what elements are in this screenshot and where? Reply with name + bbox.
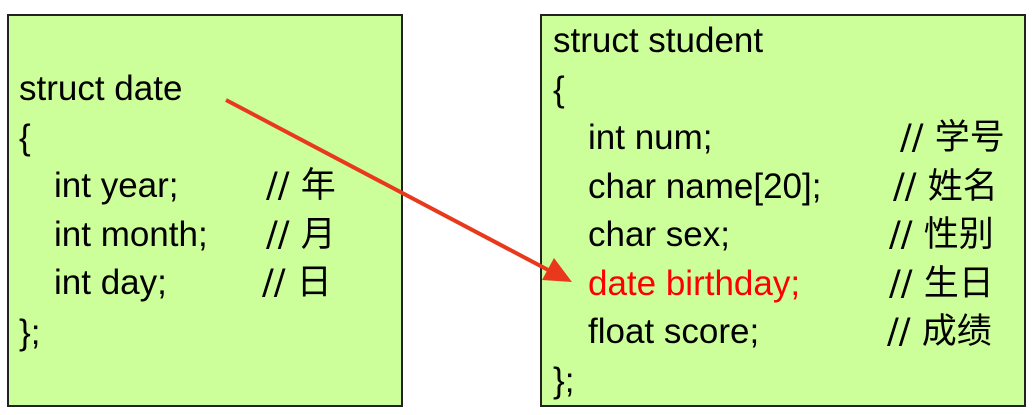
student-field-sex-comment: // 性别: [889, 215, 994, 255]
student-field-score-comment: // 成绩: [887, 312, 992, 352]
student-field-birthday-comment: // 生日: [889, 264, 994, 304]
arrow-line: [225, 98, 553, 274]
arrow-head: [542, 258, 572, 282]
date-field-month-comment: // 月: [266, 215, 336, 255]
student-field-birthday: date birthday;: [588, 264, 801, 303]
student-field-name-comment: // 姓名: [893, 167, 998, 207]
date-field-year: int year;: [54, 166, 179, 205]
student-field-num-comment: // 学号: [900, 118, 1005, 158]
struct-date-box: [7, 14, 403, 407]
student-field-score: float score;: [588, 312, 760, 351]
struct-student-open-brace: {: [553, 70, 565, 109]
date-field-day: int day;: [54, 263, 167, 302]
student-field-name: char name[20];: [588, 167, 822, 206]
student-field-num: int num;: [588, 118, 713, 157]
struct-student-header: struct student: [553, 21, 764, 60]
date-field-month: int month;: [54, 215, 208, 254]
struct-date-open-brace: {: [19, 118, 31, 157]
struct-student-close: };: [553, 361, 575, 400]
student-field-sex: char sex;: [588, 215, 730, 254]
struct-date-header: struct date: [19, 69, 183, 108]
struct-student-box: [540, 14, 1026, 407]
date-field-year-comment: // 年: [266, 166, 336, 206]
date-field-day-comment: // 日: [262, 263, 332, 303]
struct-date-close: };: [19, 313, 41, 352]
